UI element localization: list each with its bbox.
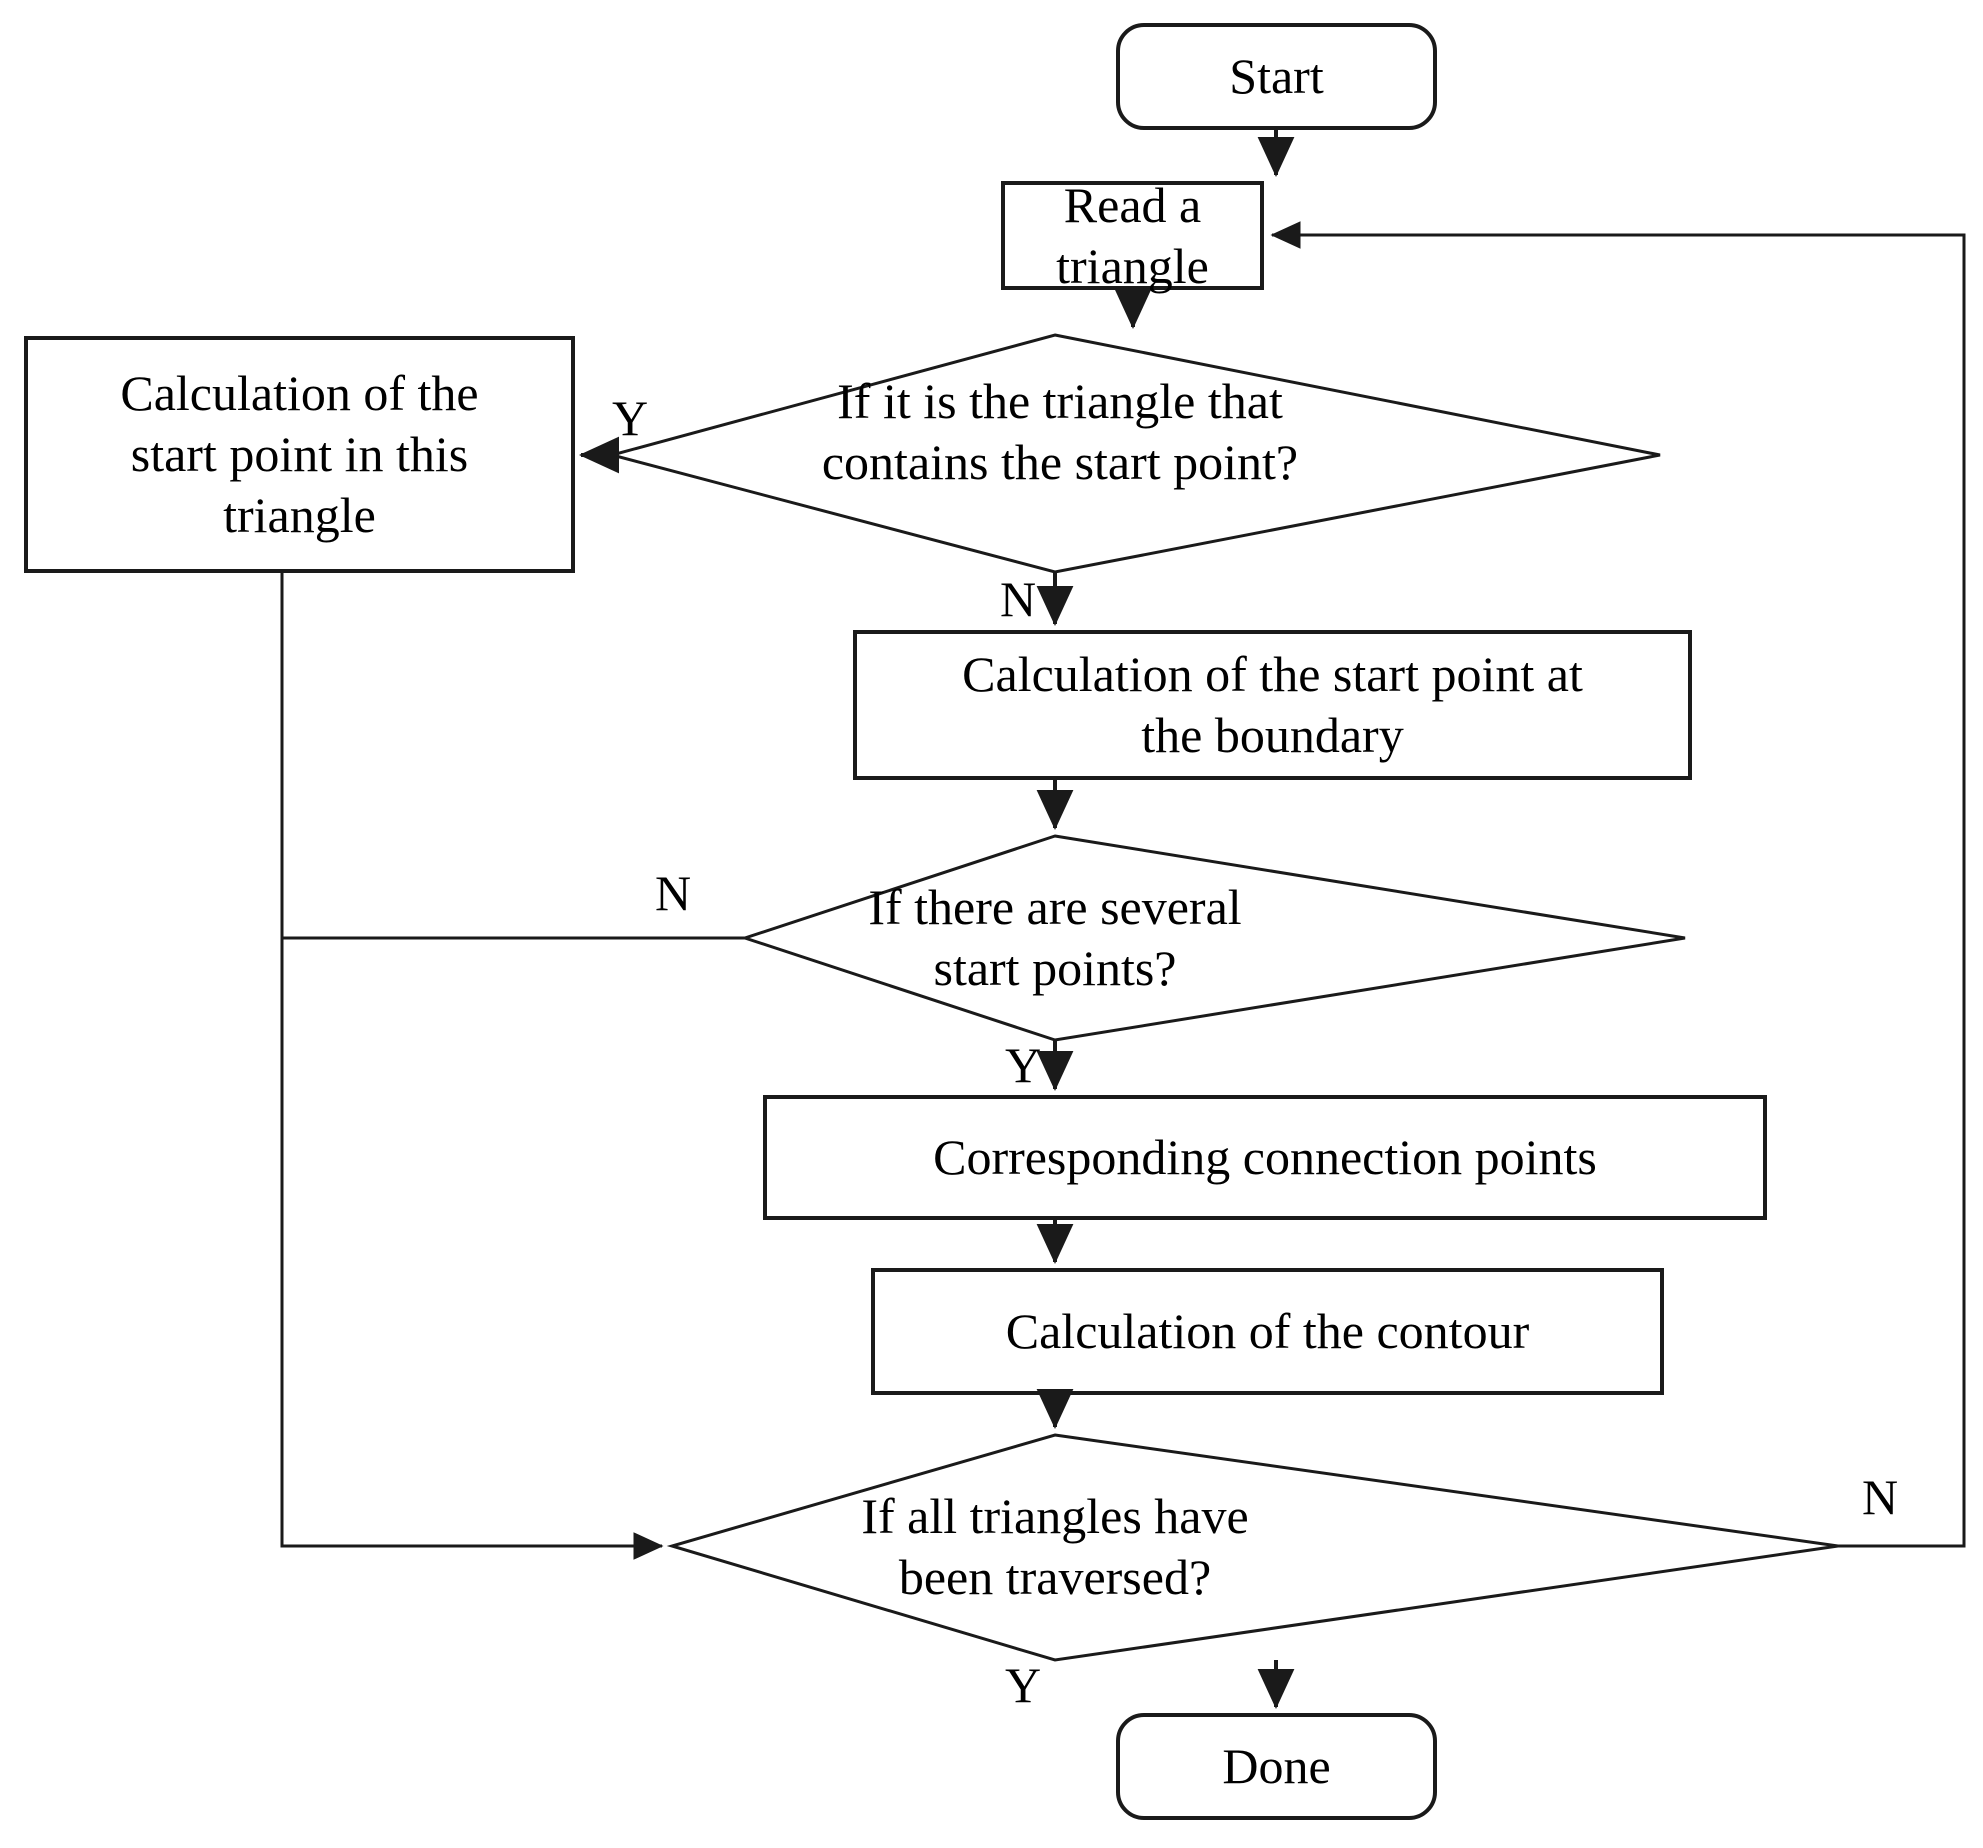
node-calc-contour-shape [871,1268,1664,1395]
node-calc-boundary-shape [853,630,1692,780]
node-connection-points-shape [763,1095,1767,1220]
node-decide-contains-shape [606,333,1661,574]
edge-label-several-yes: Y [1005,1037,1042,1093]
edge-label-several-no: N [655,865,692,921]
node-decide-several-shape [740,834,1686,1042]
edge-calc-in-triangle-to-decide-traversed [280,571,664,1560]
node-read-triangle-shape [1001,181,1264,290]
edge-decide-traversed-no [1270,221,1966,1548]
node-done-shape [1116,1713,1437,1820]
edge-label-contains-yes: Y [612,390,649,446]
edge-label-traversed-no: N [1862,1469,1899,1525]
node-start-shape [1116,23,1437,130]
node-calc-in-triangle-shape [24,336,575,573]
edge-label-traversed-yes: Y [1005,1657,1042,1713]
edge-label-contains-no: N [1000,571,1037,627]
node-decide-traversed-shape [666,1433,1839,1662]
